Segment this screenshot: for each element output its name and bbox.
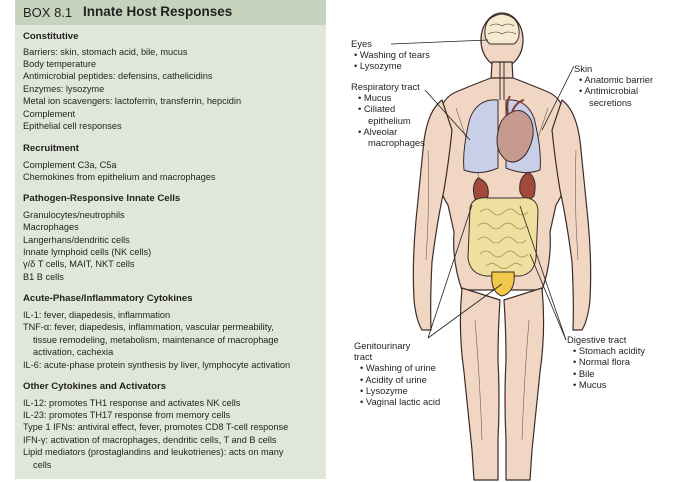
- section-heading-recruitment: Recruitment: [23, 143, 79, 154]
- label-genitourinary-tract: Genitourinary tract • Washing of urine •…: [354, 340, 440, 407]
- box-line: Barriers: skin, stomach acid, bile, mucu…: [23, 47, 188, 57]
- box-line: Lipid mediators (prostaglandins and leuk…: [23, 447, 284, 457]
- box-line: Type 1 IFNs: antiviral effect, fever, pr…: [23, 422, 289, 432]
- box-title: Innate Host Responses: [83, 4, 233, 19]
- label-item: macrophages: [368, 137, 425, 149]
- box-line: Innate lymphoid cells (NK cells): [23, 247, 152, 257]
- box-line: Complement: [23, 109, 76, 119]
- label-item: • Ciliated: [358, 103, 396, 115]
- box-line: IL-1: fever, diapedesis, inflammation: [23, 310, 171, 320]
- box-line: Granulocytes/neutrophils: [23, 210, 125, 220]
- box-line: γ/δ T cells, MAIT, NKT cells: [23, 259, 135, 269]
- label-eyes: Eyes • Washing of tears • Lysozyme: [351, 38, 430, 72]
- label-item: • Washing of urine: [360, 362, 436, 374]
- box-line: tissue remodeling, metabolism, maintenan…: [33, 335, 279, 345]
- label-item: • Vaginal lactic acid: [360, 396, 441, 408]
- label-digestive-tract: Digestive tract • Stomach acidity • Norm…: [567, 334, 645, 390]
- box-line: Macrophages: [23, 222, 79, 232]
- box-line: IFN-γ: activation of macrophages, dendri…: [23, 435, 277, 445]
- label-item: • Stomach acidity: [573, 345, 646, 357]
- box-line: Epithelial cell responses: [23, 121, 122, 131]
- box-line: cells: [33, 460, 52, 470]
- label-title: Skin: [574, 63, 593, 74]
- human-body-figure: Eyes • Washing of tears • Lysozyme Respi…: [330, 0, 699, 482]
- label-skin: Skin • Anatomic barrier • Antimicrobial …: [574, 63, 653, 108]
- box-line: Metal ion scavengers: lactoferrin, trans…: [23, 96, 242, 106]
- box-line: TNF-α: fever, diapedesis, inflammation, …: [23, 322, 274, 332]
- label-item: • Mucus: [358, 92, 392, 104]
- label-item: • Washing of tears: [354, 49, 430, 61]
- label-item: • Lysozyme: [360, 384, 408, 396]
- box-line: Antimicrobial peptides: defensins, cathe…: [23, 71, 213, 81]
- label-item: • Bile: [573, 367, 595, 379]
- box-label: BOX 8.1: [23, 5, 73, 20]
- label-item: • Antimicrobial: [579, 85, 639, 97]
- label-item: epithelium: [368, 114, 411, 126]
- label-item: • Acidity of urine: [360, 373, 427, 385]
- box-line: Langerhans/dendritic cells: [23, 235, 130, 245]
- label-item: secretions: [589, 96, 632, 108]
- label-title: Digestive tract: [567, 334, 627, 345]
- body-illustration: [390, 12, 592, 481]
- label-item: • Normal flora: [573, 356, 630, 368]
- box-line: B1 B cells: [23, 272, 64, 282]
- box-header: BOX 8.1 Innate Host Responses: [15, 0, 326, 25]
- box-line: Enzymes: lysozyme: [23, 84, 105, 94]
- info-box: BOX 8.1 Innate Host Responses Constituti…: [15, 0, 326, 479]
- section-heading-other-cytokines: Other Cytokines and Activators: [23, 381, 167, 392]
- label-item: • Alveolar: [358, 125, 398, 137]
- label-item: • Anatomic barrier: [579, 74, 654, 86]
- section-heading-cytokines: Acute-Phase/Inflammatory Cytokines: [23, 293, 193, 304]
- section-heading-constitutive: Constitutive: [23, 31, 79, 42]
- box-line: Complement C3a, C5a: [23, 160, 117, 170]
- label-title: Respiratory tract: [351, 81, 420, 92]
- label-title: Eyes: [351, 38, 372, 49]
- section-heading-innate-cells: Pathogen-Responsive Innate Cells: [23, 193, 181, 204]
- box-line: IL-12: promotes TH1 response and activat…: [23, 398, 241, 408]
- label-respiratory-tract: Respiratory tract • Mucus • Ciliated epi…: [351, 81, 425, 148]
- label-title: Genitourinary: [354, 340, 411, 351]
- label-item: • Mucus: [573, 378, 607, 390]
- box-line: IL-23: promotes TH17 response from memor…: [23, 410, 231, 420]
- box-line: IL-6: acute-phase protein synthesis by l…: [23, 360, 291, 370]
- box-line: Chemokines from epithelium and macrophag…: [23, 172, 216, 182]
- label-item: • Lysozyme: [354, 60, 402, 72]
- box-line: activation, cachexia: [33, 347, 114, 357]
- label-title: tract: [354, 351, 373, 363]
- box-line: Body temperature: [23, 59, 97, 69]
